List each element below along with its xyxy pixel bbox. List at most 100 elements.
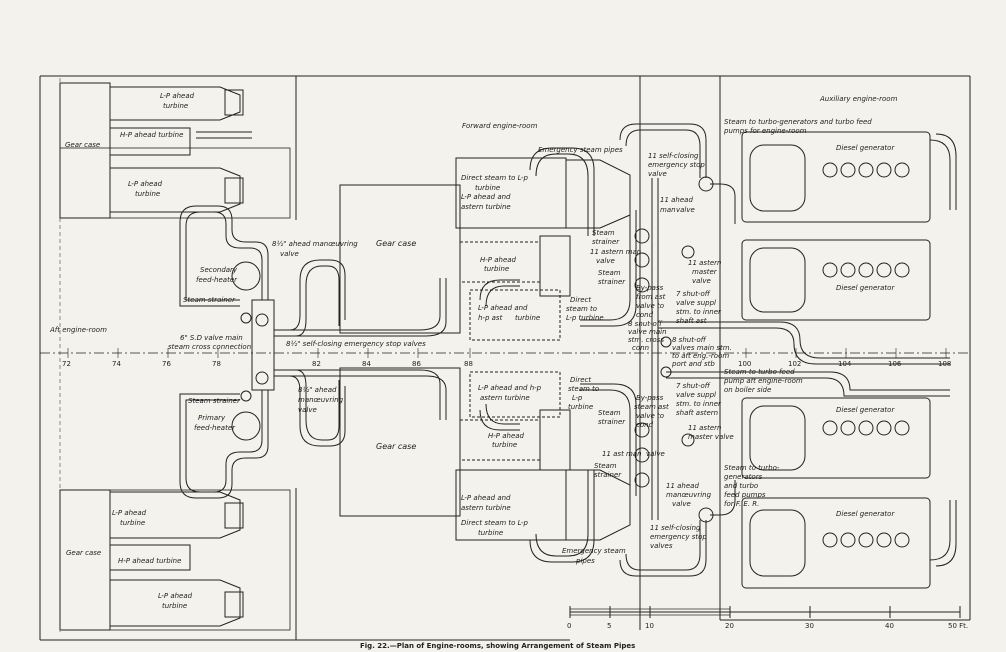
auxiliary-steam-pipes xyxy=(658,133,957,567)
primary-feed-heater xyxy=(231,411,261,441)
scale-tick-label: 0 xyxy=(567,622,571,630)
label-direct-steam-bot-2: turbine xyxy=(478,529,503,537)
label-lp-ahead-bot-b2: turbine xyxy=(162,602,187,610)
frame-number: 100 xyxy=(738,360,751,368)
label-hp-ahead-center-b2: turbine xyxy=(492,441,517,449)
label-astern-master-top-3: valve xyxy=(692,277,711,285)
label-bypass-top-5: 8 shut-off xyxy=(628,320,663,328)
forward-gear-cases xyxy=(339,157,631,541)
label-steam-strainer-c3: Steam xyxy=(598,409,621,417)
scale-tick-label: 50 Ft. xyxy=(948,622,968,630)
frame-number: 108 xyxy=(938,360,951,368)
label-shutoff-top: 7 shut-off xyxy=(676,290,711,298)
label-lp-ahead-top-b2: turbine xyxy=(135,190,160,198)
label-ahead-man-bot-2: manœuvring xyxy=(666,491,712,499)
label-steam-strainer-c4-2: strainer xyxy=(594,471,622,479)
label-bypass-top-4: cond xyxy=(636,311,654,319)
label-bypass-top-2: from ast xyxy=(636,293,666,301)
aft-steam-pipes xyxy=(179,205,447,499)
label-lp-hp-astern: L-P ahead and xyxy=(478,304,528,312)
label-astern-man-bot-3: valve xyxy=(646,450,665,458)
label-hp-ahead-bot: H-P ahead turbine xyxy=(118,557,181,565)
label-self-closing-top-3: valve xyxy=(648,170,667,178)
label-bypass-top: By-pass xyxy=(636,284,664,292)
frame-number: 86 xyxy=(412,360,421,368)
label-shutoff-top-2: valve suppl xyxy=(676,299,716,307)
label-steam-strainer-tl: Steam strainer xyxy=(183,296,236,304)
label-bypass-top-7: stm. cross xyxy=(628,336,664,344)
label-self-closing-bot: 11 self-closing xyxy=(650,524,701,532)
frame-number: 104 xyxy=(838,360,852,368)
label-steam-feed-pump: Steam to turbo feed xyxy=(724,368,795,376)
label-forward-engine-room: Forward engine-room xyxy=(462,122,538,130)
label-astern-man-c-2: valve xyxy=(596,257,615,265)
label-astern-man-c: 11 astern man xyxy=(590,248,641,256)
label-steam-strainer-bl: Steam strainer xyxy=(188,397,241,405)
scale-bar xyxy=(569,606,961,618)
scale-tick-label: 40 xyxy=(885,622,894,630)
label-emergency-steam-top: Emergency steam pipes xyxy=(538,146,623,154)
label-shutoff-main-2: valves main stm. xyxy=(672,344,732,352)
label-steam-turbo-bot: Steam to turbo- xyxy=(724,464,780,472)
frame-number: 106 xyxy=(888,360,902,368)
label-steam-turbo-top-2: pumps for engine-room xyxy=(723,127,807,135)
label-direct-steam-mid-3: L-p turbine xyxy=(566,314,604,322)
label-steam-turbo-bot-4: feed pumps xyxy=(724,491,766,499)
label-aux-engine-room: Auxiliary engine-room xyxy=(819,95,898,103)
label-manoeuvring-top-2: valve xyxy=(280,250,299,258)
label-astern-man-bot: 11 ast xyxy=(602,450,624,458)
label-lp-ahead-top: L-P ahead xyxy=(160,92,195,100)
figure-caption: Fig. 22.—Plan of Engine-rooms, showing A… xyxy=(360,642,635,650)
label-steam-turbo-bot-5: for F. E. R. xyxy=(724,500,759,508)
diesel-generator-1 xyxy=(741,131,931,223)
left-manoeuvring-valves xyxy=(240,299,275,402)
label-astern-master-top: 11 astern xyxy=(688,259,721,267)
label-steam-strainer-c1-2: strainer xyxy=(592,238,620,246)
label-direct-steam-mid-b: Direct xyxy=(570,376,591,384)
label-direct-steam-bot: Direct steam to L-p xyxy=(461,519,529,527)
frame-tick-marks xyxy=(67,348,947,358)
label-steam-strainer-c1: Steam xyxy=(592,229,615,237)
label-shutoff-main: 8 shut-off xyxy=(672,336,707,344)
label-shutoff-bot: 7 shut-off xyxy=(676,382,711,390)
label-direct-steam-mid-b2: steam to xyxy=(568,385,599,393)
label-secondary-feed-2: feed-heater xyxy=(196,276,238,284)
label-ahead-man-top-3: valve xyxy=(676,206,695,214)
label-gear-case-bot-left: Gear case xyxy=(66,549,101,557)
label-diesel-4: Diesel generator xyxy=(836,510,895,518)
label-ahead-man-bot: 11 ahead xyxy=(666,482,699,490)
label-lp-hp-astern-bot: L-P ahead and h-p xyxy=(478,384,542,392)
label-self-closing-bot-3: valves xyxy=(650,542,673,550)
label-bypass-top-3: valve to xyxy=(636,302,664,310)
label-lp-hp-astern-bot-2: astern turbine xyxy=(480,394,530,402)
label-diesel-1: Diesel generator xyxy=(836,144,895,152)
frame-number: 82 xyxy=(312,360,321,368)
label-shutoff-bot-4: shaft astern xyxy=(676,409,718,417)
label-astern-master-top-2: master xyxy=(692,268,718,276)
label-manoeuvring-bot: 8½" ahead xyxy=(298,386,337,394)
frame-number: 78 xyxy=(212,360,221,368)
label-steam-feed-pump-3: on boiler side xyxy=(724,386,771,394)
frame-number: 88 xyxy=(464,360,473,368)
label-bypass-top-8: conn xyxy=(632,344,649,352)
label-lp-ahead-top-2: turbine xyxy=(163,102,188,110)
label-shutoff-main-3: to aft eng.-room xyxy=(672,352,729,360)
diagram-labels: L-P ahead turbine H-P ahead turbine Gear… xyxy=(49,92,898,610)
scale-tick-label: 20 xyxy=(725,622,734,630)
frame-number: 72 xyxy=(62,360,71,368)
label-steam-turbo-bot-3: and turbo xyxy=(724,482,758,490)
label-lp-ahead-top-b: L-P ahead xyxy=(128,180,163,188)
label-shutoff-bot-2: valve suppl xyxy=(676,391,716,399)
label-shutoff-top-3: stm. to inner xyxy=(676,308,722,316)
frame-number: 102 xyxy=(788,360,801,368)
label-steam-cross-2: steam cross connection xyxy=(168,343,251,351)
label-emergency-steam-bot: Emergency steam xyxy=(562,547,626,555)
label-shutoff-main-4: port and stb xyxy=(671,360,715,368)
label-gear-case-center-bot: Gear case xyxy=(376,442,416,451)
label-bypass-bot-3: valve to xyxy=(636,412,664,420)
label-lp-ahead-astern-bot-2: astern turbine xyxy=(461,504,511,512)
label-direct-steam-top: Direct steam to L-p xyxy=(461,174,529,182)
label-hp-ahead-center-b: H-P ahead xyxy=(488,432,525,440)
label-diesel-2: Diesel generator xyxy=(836,284,895,292)
